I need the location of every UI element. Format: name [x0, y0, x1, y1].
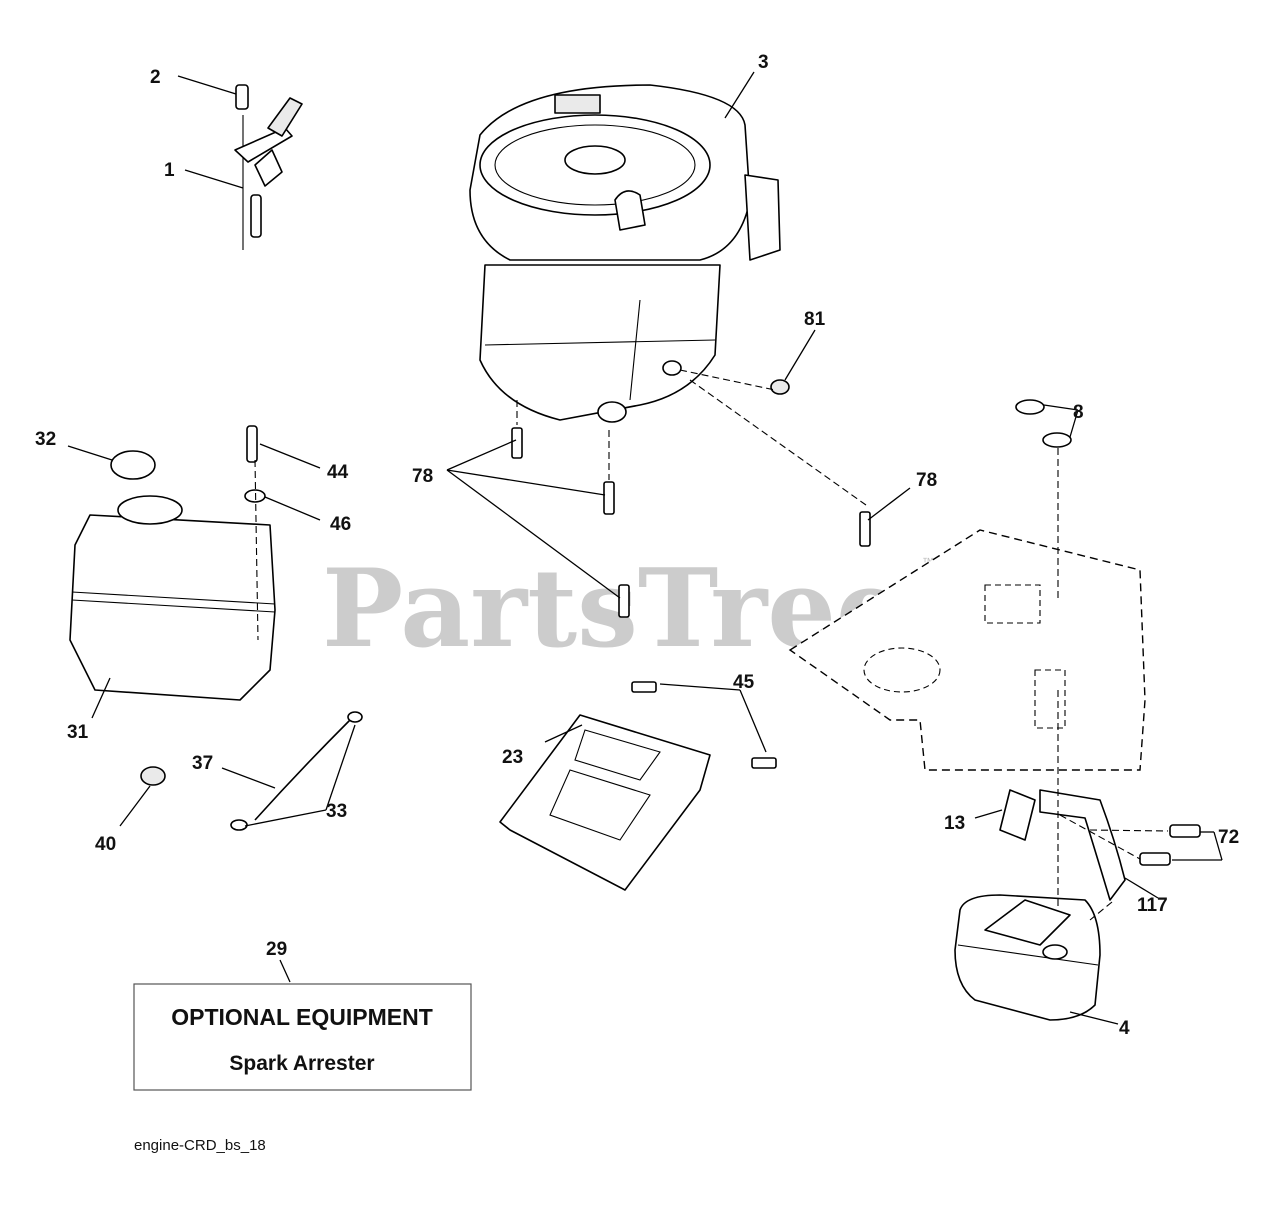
- callout-1: 1: [164, 160, 175, 181]
- callout-117: 117: [1137, 895, 1168, 916]
- knob-icon[interactable]: [1042, 432, 1072, 448]
- bolt-icon[interactable]: [1169, 824, 1201, 838]
- callout-3: 3: [758, 52, 769, 73]
- callout-33: 33: [326, 801, 347, 822]
- callout-81: 81: [804, 309, 826, 330]
- engine-icon[interactable]: [469, 84, 781, 423]
- callout-32: 32: [35, 429, 56, 450]
- callout-2: 2: [150, 67, 161, 88]
- heat-shield-icon[interactable]: [499, 681, 777, 891]
- chassis-plate-icon[interactable]: [788, 529, 1146, 771]
- knob-icon[interactable]: [1015, 399, 1045, 415]
- nut-icon[interactable]: [770, 379, 790, 395]
- callout-8: 8: [1073, 402, 1084, 423]
- bolt-icon[interactable]: [1139, 852, 1171, 866]
- callout-31: 31: [67, 722, 89, 743]
- callout-72: 72: [1218, 827, 1239, 848]
- callout-46: 46: [330, 514, 351, 535]
- fuel-tank-icon[interactable]: [69, 450, 276, 701]
- screw-icon[interactable]: [246, 425, 258, 463]
- bolt-icon[interactable]: [603, 481, 615, 515]
- callout-37: 37: [192, 753, 213, 774]
- callout-45: 45: [733, 672, 755, 693]
- washer-icon[interactable]: [244, 489, 266, 503]
- callout-78a: 78: [412, 466, 433, 487]
- bolt-icon[interactable]: [859, 511, 871, 547]
- optional-equipment-subtitle: Spark Arrester: [229, 1052, 374, 1075]
- optional-equipment-title: OPTIONAL EQUIPMENT: [171, 1004, 433, 1030]
- callout-23: 23: [502, 747, 523, 768]
- fuel-line-icon[interactable]: [254, 719, 351, 821]
- clamp-icon[interactable]: [347, 711, 363, 723]
- bolt-icon[interactable]: [618, 584, 630, 618]
- muffler-icon[interactable]: [954, 894, 1101, 1021]
- grommet-icon[interactable]: [140, 766, 166, 786]
- callout-78b: 78: [916, 470, 937, 491]
- exhaust-pipe-icon[interactable]: [1039, 789, 1126, 901]
- gasket-icon[interactable]: [999, 789, 1036, 841]
- callout-29: 29: [266, 939, 287, 960]
- optional-equipment-box: [133, 983, 472, 1091]
- callout-44: 44: [327, 462, 349, 483]
- callout-40: 40: [95, 834, 116, 855]
- throttle-control-icon[interactable]: [234, 84, 303, 250]
- bolt-icon[interactable]: [511, 427, 523, 459]
- diagram-id: engine-CRD_bs_18: [134, 1137, 266, 1154]
- callout-13: 13: [944, 813, 965, 834]
- clamp-icon[interactable]: [230, 819, 248, 831]
- callout-4: 4: [1119, 1018, 1130, 1039]
